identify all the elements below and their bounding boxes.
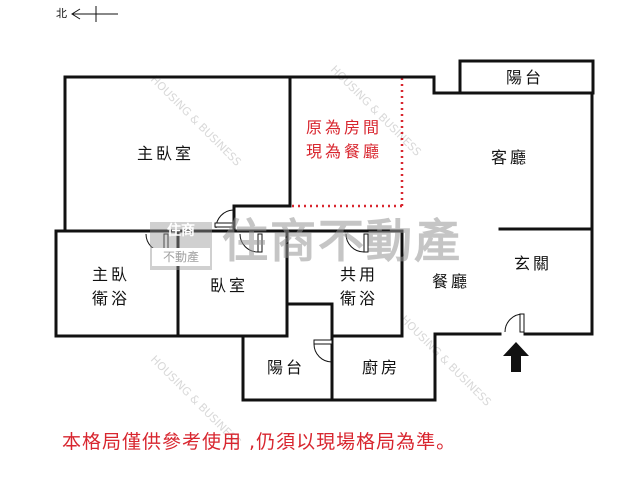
- room-dining-room: 餐廳: [432, 272, 471, 291]
- disclaimer-text: 本格局僅供參考使用 ,仍須以現場格局為準。: [62, 431, 457, 453]
- room-kitchen: 廚房: [362, 358, 401, 377]
- room-master-bath-line1: 主臥: [92, 265, 131, 284]
- watermark-logo-bottom: 不動產: [152, 248, 210, 266]
- door-icon: [214, 209, 234, 229]
- up-arrow-icon: [503, 342, 529, 372]
- room-back-balcony: 陽台: [267, 358, 306, 377]
- watermark-logo-top: 住商: [167, 223, 195, 239]
- note-former-room-line1: 原為房間: [306, 118, 383, 137]
- north-label: 北: [56, 7, 67, 20]
- room-master-bedroom: 主臥室: [137, 144, 195, 163]
- watermark-logo: 住商 不動產: [150, 222, 212, 270]
- svg-text:HOUSING & BUSINESS: HOUSING & BUSINESS: [398, 313, 494, 409]
- doors: [145, 209, 525, 363]
- former-room-boundary: [292, 78, 404, 208]
- door-icon: [313, 339, 333, 363]
- room-front-balcony: 陽台: [506, 68, 545, 87]
- watermark-brand: 住商不動產: [222, 214, 462, 268]
- door-icon: [345, 233, 369, 253]
- note-former-room-line2: 現為餐廳: [306, 142, 383, 161]
- north-arrow-icon: [71, 6, 118, 22]
- door-icon: [504, 313, 525, 333]
- room-living-room: 客廳: [491, 148, 530, 167]
- room-shared-bath-line2: 衛浴: [340, 289, 379, 308]
- door-icon: [239, 233, 263, 253]
- room-bedroom: 臥室: [210, 276, 249, 295]
- room-entrance: 玄關: [514, 254, 553, 273]
- room-master-bath-line2: 衛浴: [92, 289, 131, 308]
- walls: [54, 59, 595, 402]
- room-shared-bath-line1: 共用: [340, 265, 379, 284]
